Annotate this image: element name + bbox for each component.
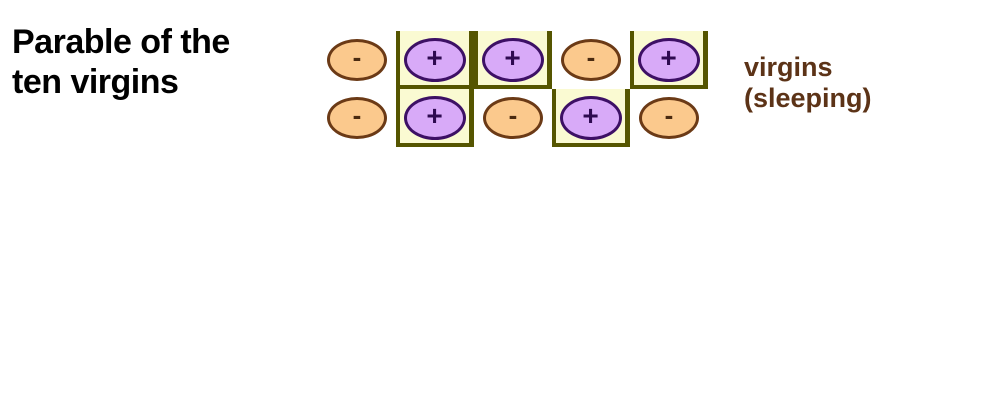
virgin-cell: - xyxy=(630,89,708,147)
minus-icon: - xyxy=(508,100,518,130)
virgin-token-plus: + xyxy=(403,96,466,140)
virgin-cell: - xyxy=(318,31,396,89)
virgin-token-plus: + xyxy=(559,96,622,140)
minus-icon: - xyxy=(664,100,674,130)
virgin-cell: - xyxy=(552,31,630,89)
plus-icon: + xyxy=(426,100,443,131)
plus-icon: + xyxy=(660,42,677,73)
virgins-row: - + - + - xyxy=(318,89,708,147)
minus-icon: - xyxy=(586,42,596,72)
minus-icon: - xyxy=(352,100,362,130)
virgin-cell-with-lamp-box: + xyxy=(474,31,552,89)
virgin-token-plus: + xyxy=(481,38,544,82)
virgin-token-plus: + xyxy=(637,38,700,82)
virgin-token-minus: - xyxy=(561,39,621,81)
virgin-token-minus: - xyxy=(639,97,699,139)
page-title: Parable of the ten virgins xyxy=(12,23,230,101)
virgin-cell-with-lamp-box: + xyxy=(552,89,630,147)
minus-icon: - xyxy=(352,42,362,72)
plus-icon: + xyxy=(504,42,521,73)
virgin-cell-with-lamp-box: + xyxy=(396,31,474,89)
virgin-cell: - xyxy=(318,89,396,147)
virgins-grid: - + + - + - + - + - xyxy=(318,31,708,147)
virgin-token-minus: - xyxy=(327,97,387,139)
virgin-cell: - xyxy=(474,89,552,147)
virgin-token-plus: + xyxy=(403,38,466,82)
virgin-token-minus: - xyxy=(327,39,387,81)
plus-icon: + xyxy=(582,100,599,131)
plus-icon: + xyxy=(426,42,443,73)
virgin-token-minus: - xyxy=(483,97,543,139)
virgin-cell-with-lamp-box: + xyxy=(630,31,708,89)
legend-label-virgins-sleeping: virgins (sleeping) xyxy=(744,52,872,113)
virgin-cell-with-lamp-box: + xyxy=(396,89,474,147)
virgins-row: - + + - + xyxy=(318,31,708,89)
